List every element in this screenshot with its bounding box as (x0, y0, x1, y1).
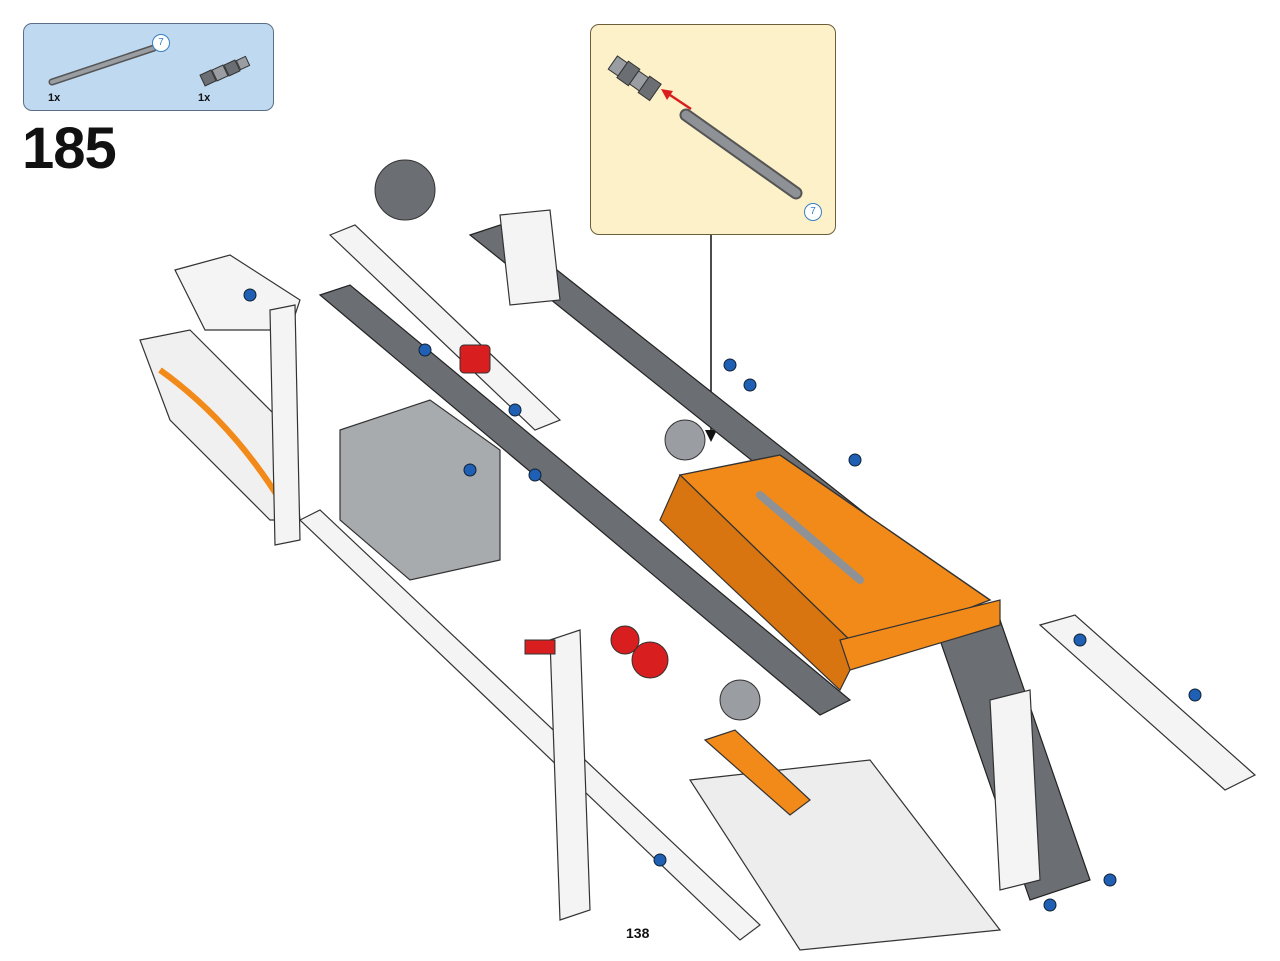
callout-connector-icon (607, 55, 662, 102)
step-number: 185 (22, 116, 117, 181)
axle-length-badge: 7 (152, 34, 170, 52)
axle-part-icon (48, 44, 158, 86)
parts-list-box: 7 1x 1x (23, 23, 274, 111)
connector-part-icon (199, 55, 251, 87)
callout-box: 7 (590, 24, 836, 235)
connector-quantity: 1x (198, 92, 211, 104)
callout-axle-icon (679, 108, 803, 200)
parts-list-illustration (48, 44, 251, 87)
callout-axle-length-badge: 7 (804, 203, 822, 221)
axle-quantity: 1x (48, 92, 61, 104)
page-number: 138 (626, 925, 650, 941)
callout-illustration (607, 55, 803, 200)
insert-arrow-icon (661, 89, 692, 111)
